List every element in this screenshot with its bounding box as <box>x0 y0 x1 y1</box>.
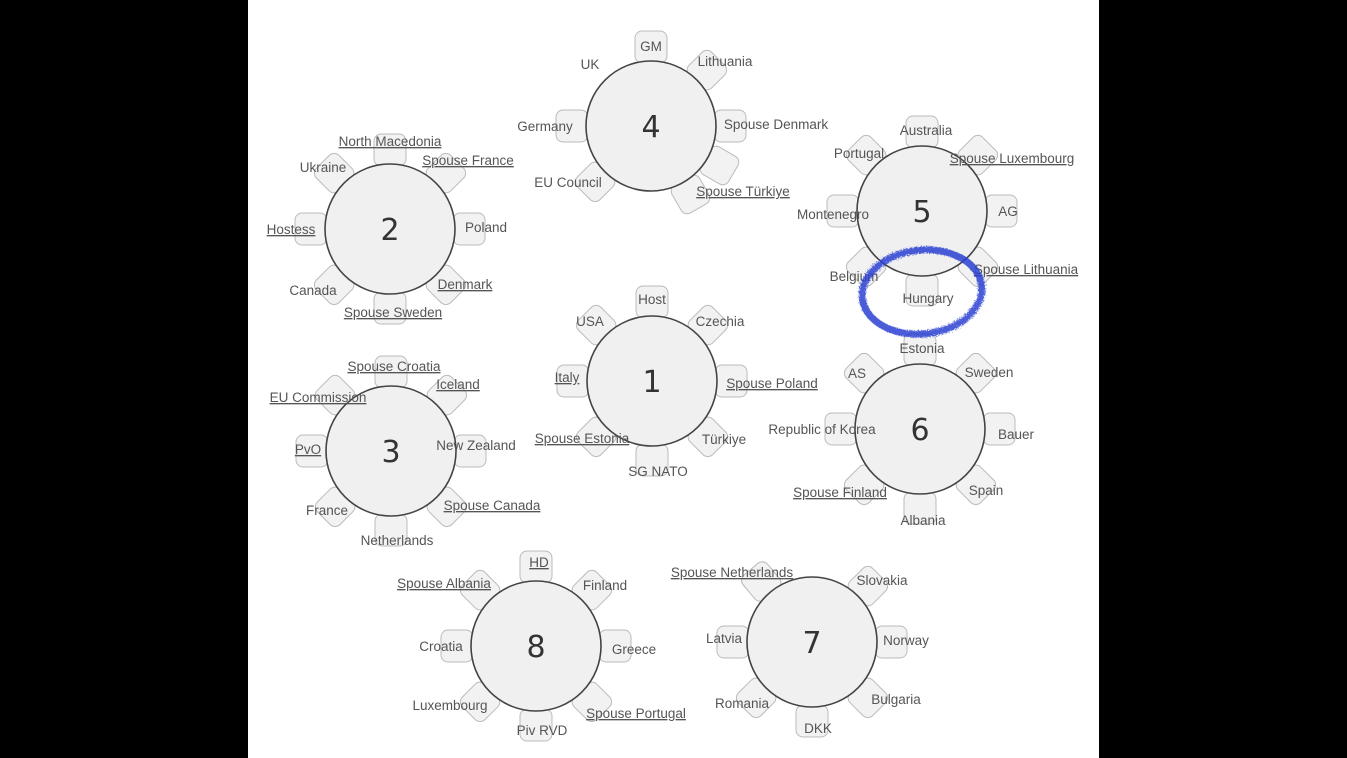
seat-label: Poland <box>465 220 507 235</box>
seat-label: Spain <box>969 483 1004 498</box>
seat-label: New Zealand <box>436 438 516 453</box>
seat-label: Türkiye <box>702 432 746 447</box>
table-top <box>585 60 717 192</box>
seat-label: Spouse Türkiye <box>696 184 790 199</box>
seat-label: Croatia <box>419 639 463 654</box>
seat-label: Hungary <box>902 291 953 306</box>
seat-label: EU Council <box>534 175 602 190</box>
seat-label: Finland <box>583 578 627 593</box>
seat-label: Romania <box>715 696 770 711</box>
seat-label: Czechia <box>696 314 745 329</box>
table-top <box>325 385 457 517</box>
seat-label: Spouse France <box>422 153 514 168</box>
seat-label: Spouse Luxembourg <box>950 151 1075 166</box>
seat-label: Spouse Albania <box>397 576 491 591</box>
seat-label: Greece <box>612 642 656 657</box>
table-7: 7 Spouse NetherlandsSlovakiaNorwayBulgari… <box>671 561 929 738</box>
seat-label: Australia <box>900 123 953 138</box>
seat-label: Montenegro <box>797 207 869 222</box>
table-number: 2 <box>380 213 399 248</box>
seat-label: Iceland <box>436 377 480 392</box>
seat-label: Spouse Estonia <box>535 431 630 446</box>
seat-label: DKK <box>804 721 832 736</box>
seat-label: Host <box>638 292 666 307</box>
seat-label: France <box>306 503 348 518</box>
seat-label: Netherlands <box>361 533 434 548</box>
table-number: 1 <box>642 365 661 400</box>
seat-label: Canada <box>289 283 337 298</box>
seat-label: UK <box>581 57 600 72</box>
seat-label: Norway <box>883 633 929 648</box>
seat-label: Spouse Canada <box>444 498 541 513</box>
table-number: 7 <box>802 626 821 661</box>
seat-label: Spouse Portugal <box>586 706 686 721</box>
seat-label: EU Commission <box>270 390 367 405</box>
table-top <box>324 163 456 295</box>
seat-label: Spouse Croatia <box>347 359 441 374</box>
seat-label: SG NATO <box>628 464 688 479</box>
seat-label: Germany <box>517 119 573 134</box>
seat-label: Portugal <box>834 146 884 161</box>
table-number: 3 <box>381 435 400 470</box>
seat-label: GM <box>640 39 662 54</box>
seat-label: Bauer <box>998 427 1035 442</box>
seat-label: Spouse Netherlands <box>671 565 794 580</box>
seat-label: Denmark <box>438 277 493 292</box>
highlight-circle <box>858 246 986 338</box>
seat-label: Slovakia <box>856 573 908 588</box>
seat-label: HD <box>529 555 549 570</box>
table-top <box>856 145 988 277</box>
table-top <box>470 580 602 712</box>
seat-label: Italy <box>555 370 580 385</box>
table-number: 5 <box>912 195 931 230</box>
table-top <box>854 363 986 495</box>
seat-label: Spouse Finland <box>793 485 887 500</box>
seat-label: Spouse Denmark <box>724 117 829 132</box>
seat-label: Ukraine <box>300 160 347 175</box>
table-top <box>746 576 878 708</box>
seat-label: Piv RVD <box>517 723 568 738</box>
seat-label: USA <box>576 314 604 329</box>
table-number: 8 <box>526 630 545 665</box>
table-number: 4 <box>641 110 660 145</box>
table-top <box>586 315 718 447</box>
seat-label: Lithuania <box>698 54 753 69</box>
seat-label: Bulgaria <box>871 692 921 707</box>
table-number: 6 <box>910 413 929 448</box>
seat-label: Luxembourg <box>412 698 487 713</box>
seat-label: AG <box>998 204 1018 219</box>
seat-label: Latvia <box>706 631 743 646</box>
seat-label: Albania <box>900 513 946 528</box>
seat-label: Spouse Sweden <box>344 305 442 320</box>
seat-label: AS <box>848 366 866 381</box>
seat-label: Hostess <box>267 222 316 237</box>
seat-label: Republic of Korea <box>768 422 876 437</box>
seat-label: North Macedonia <box>339 134 442 149</box>
seat-label: Estonia <box>899 341 945 356</box>
seat-label: Spouse Poland <box>726 376 818 391</box>
seat-label: Sweden <box>965 365 1014 380</box>
seat-label: Spouse Lithuania <box>974 262 1079 277</box>
seat-label: PvO <box>295 442 321 457</box>
